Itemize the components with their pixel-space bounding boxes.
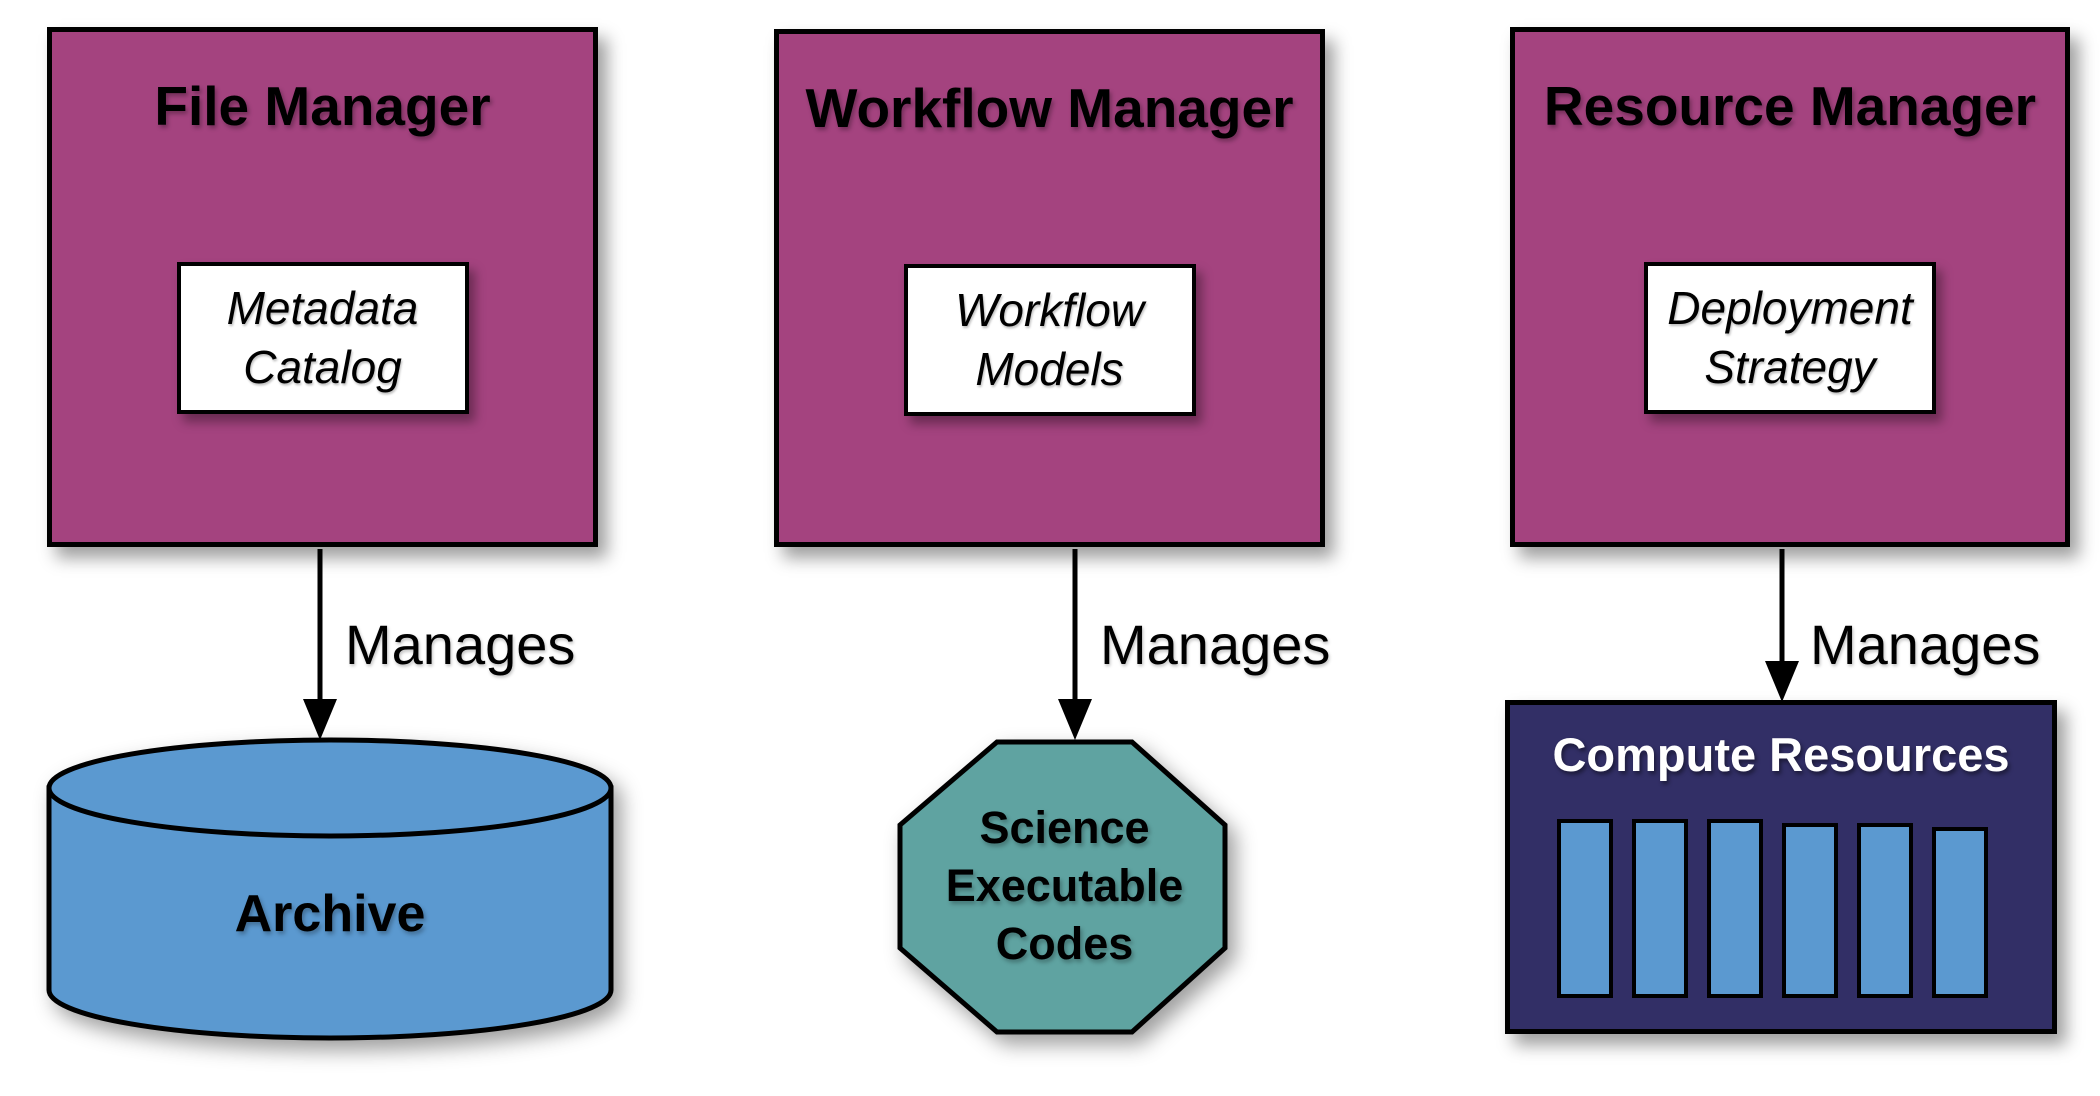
compute-bar xyxy=(1632,819,1688,998)
archive-cylinder xyxy=(46,737,614,1041)
science-codes-label: Science Executable Codes xyxy=(882,799,1247,973)
archive-label: Archive xyxy=(234,885,426,943)
manages-label: Manages xyxy=(1100,613,1331,676)
artifact-line: Deployment xyxy=(1667,282,1913,335)
artifact-line: Catalog xyxy=(243,341,402,393)
artifact-line: Models xyxy=(975,343,1124,395)
deployment-strategy-box: Deployment Strategy xyxy=(1644,262,1936,414)
manager-title: Workflow Manager xyxy=(805,77,1294,139)
artifact-line: Metadata xyxy=(226,282,419,335)
compute-resources-title: Compute Resources xyxy=(1552,728,2010,781)
science-codes-octagon xyxy=(897,739,1228,1035)
octagon-label-line: Executable xyxy=(945,860,1184,911)
compute-bar xyxy=(1857,823,1913,998)
manages-arrow xyxy=(1765,549,1799,702)
resource-manager-box: Resource Manager Deployment Strategy xyxy=(1510,27,2070,547)
artifact-line: Workflow xyxy=(954,284,1145,337)
manages-arrow xyxy=(303,549,337,740)
manages-label: Manages xyxy=(345,613,576,676)
file-manager-box: File Manager Metadata Catalog xyxy=(47,27,598,547)
manages-label: Manages xyxy=(1810,613,2041,676)
compute-bar xyxy=(1782,823,1838,998)
artifact-line: Strategy xyxy=(1704,341,1876,393)
workflow-manager-box: Workflow Manager Workflow Models xyxy=(774,29,1325,547)
compute-bar xyxy=(1932,827,1988,998)
octagon-label-line: Codes xyxy=(995,918,1134,969)
manager-title: Resource Manager xyxy=(1543,75,2037,137)
workflow-models-box: Workflow Models xyxy=(903,264,1196,416)
manages-arrow xyxy=(1058,549,1092,740)
octagon-label-line: Science xyxy=(979,802,1150,853)
manager-title: File Manager xyxy=(154,75,491,137)
compute-bar xyxy=(1557,819,1613,998)
compute-resources-box: Compute Resources xyxy=(1505,700,2057,1034)
compute-bar xyxy=(1707,819,1763,998)
metadata-catalog-box: Metadata Catalog xyxy=(176,262,469,414)
